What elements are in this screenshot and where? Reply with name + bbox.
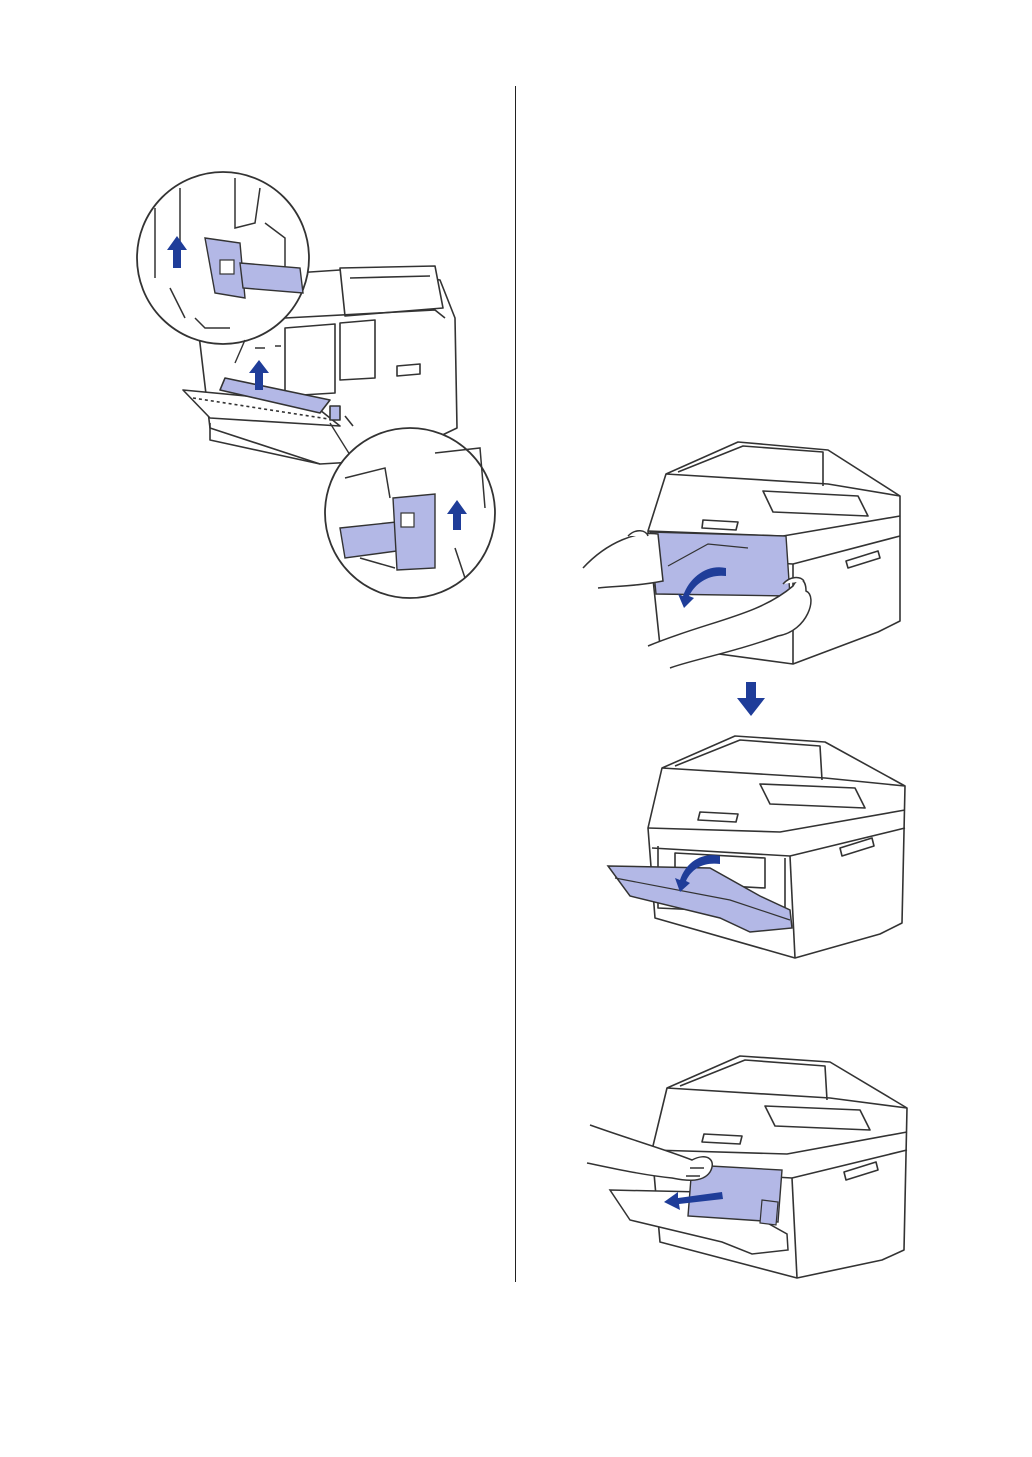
rear-levers-illustration	[135, 168, 500, 600]
front-cover-open-illustration	[578, 436, 908, 672]
drum-removal-illustration	[582, 1050, 912, 1280]
front-cover-opened-illustration	[600, 728, 910, 960]
column-divider	[515, 86, 516, 1282]
down-arrow-icon	[735, 682, 767, 718]
